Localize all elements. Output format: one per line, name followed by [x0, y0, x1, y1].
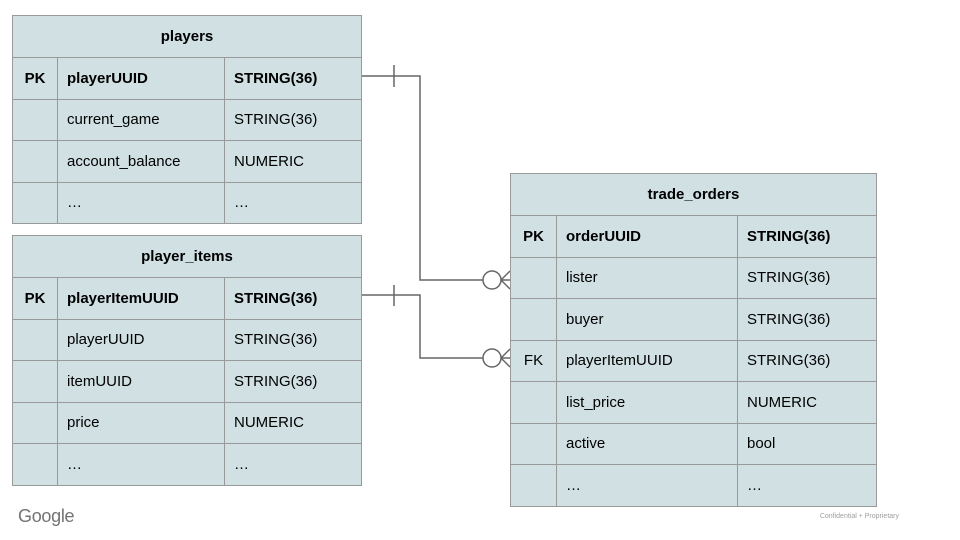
cell-type: bool: [737, 422, 877, 465]
cell-key: [510, 298, 557, 341]
cardinality-zero-circle: [482, 348, 502, 368]
cell-name: playerUUID: [57, 57, 225, 100]
table-title-trade-orders: trade_orders: [510, 173, 877, 216]
table-row: ……: [510, 464, 877, 507]
table-row: ……: [12, 181, 363, 224]
cell-name: …: [57, 443, 225, 486]
table-title-players: players: [11, 15, 363, 58]
cell-name: active: [556, 422, 738, 465]
cell-type: STRING(36): [737, 339, 877, 382]
cell-key: [12, 140, 58, 183]
crows-foot-icon: [500, 270, 511, 290]
cell-type: STRING(36): [223, 57, 363, 100]
cell-key: [12, 181, 58, 224]
cell-type: NUMERIC: [737, 381, 877, 424]
cell-name: lister: [556, 256, 738, 299]
cell-key: [510, 381, 557, 424]
cell-key: [12, 318, 58, 361]
cell-type: STRING(36): [223, 360, 363, 403]
cell-key: [12, 98, 58, 141]
cell-name: playerUUID: [57, 318, 225, 361]
cell-key: [12, 360, 58, 403]
table-title-player-items: player_items: [11, 235, 363, 278]
cell-key: PK: [12, 277, 58, 320]
cell-type: NUMERIC: [223, 140, 363, 183]
cell-type: …: [737, 464, 877, 507]
relationship-players-to-trade-orders: [361, 65, 511, 290]
cell-type: …: [223, 443, 363, 486]
cell-key: [510, 422, 557, 465]
cell-type: NUMERIC: [223, 401, 363, 444]
crows-foot-icon: [500, 348, 511, 368]
cell-type: STRING(36): [223, 318, 363, 361]
cell-name: …: [556, 464, 738, 507]
confidential-note: Confidential + Proprietary: [819, 513, 899, 520]
cell-type: STRING(36): [737, 256, 877, 299]
cell-name: current_game: [57, 98, 225, 141]
cell-key: [510, 256, 557, 299]
cell-type: STRING(36): [737, 215, 877, 258]
cell-type: STRING(36): [223, 277, 363, 320]
cell-key: PK: [12, 57, 58, 100]
cell-key: [12, 443, 58, 486]
cell-name: list_price: [556, 381, 738, 424]
relationship-player-items-to-trade-orders: [361, 285, 511, 368]
cell-key: FK: [510, 339, 557, 382]
cell-name: orderUUID: [556, 215, 738, 258]
cell-name: account_balance: [57, 140, 225, 183]
cell-name: itemUUID: [57, 360, 225, 403]
cell-name: buyer: [556, 298, 738, 341]
cell-type: STRING(36): [223, 98, 363, 141]
cell-name: …: [57, 181, 225, 224]
cell-name: price: [57, 401, 225, 444]
cell-key: [12, 401, 58, 444]
google-logo: Google: [18, 506, 75, 526]
cell-key: [510, 464, 557, 507]
cell-name: playerItemUUID: [556, 339, 738, 382]
cell-type: …: [223, 181, 363, 224]
cell-type: STRING(36): [737, 298, 877, 341]
cell-name: playerItemUUID: [57, 277, 225, 320]
cardinality-zero-circle: [482, 270, 502, 290]
table-row: ……: [12, 443, 363, 486]
cell-key: PK: [510, 215, 557, 258]
